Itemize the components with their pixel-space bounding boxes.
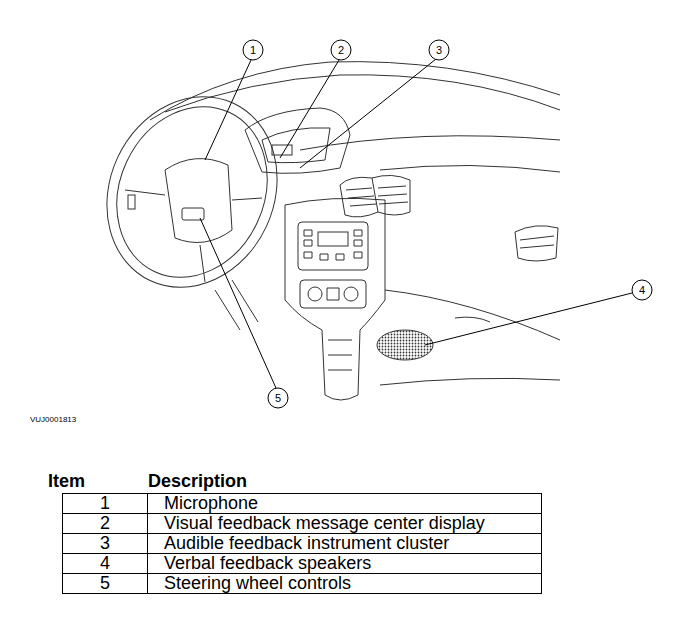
steering-hub xyxy=(165,159,232,243)
steering-wheel-rim xyxy=(90,82,295,302)
dash-edge xyxy=(380,165,560,172)
callout-circle xyxy=(268,388,288,408)
table-cell: 4 xyxy=(63,554,147,573)
vent-louvres xyxy=(520,236,554,248)
radio-buttons xyxy=(304,230,362,260)
leader-line xyxy=(200,218,276,388)
callout-circle xyxy=(632,280,652,300)
console-detail xyxy=(328,340,352,370)
climate-button xyxy=(327,288,339,300)
callout-circle xyxy=(429,40,449,60)
wheel-controls xyxy=(182,208,204,220)
table-cell: 5 xyxy=(63,574,147,593)
climate-unit xyxy=(300,280,366,308)
table-rule xyxy=(62,493,63,594)
figure-code: VUJ0001813 xyxy=(30,412,76,428)
vent xyxy=(515,226,558,261)
dash-edge xyxy=(300,136,560,150)
message-display xyxy=(272,145,292,155)
vent-louvres xyxy=(346,186,408,206)
speaker-grille xyxy=(377,330,433,360)
callout-number: 5 xyxy=(268,390,288,406)
table-cell: 1 xyxy=(63,494,147,513)
leader-line xyxy=(300,59,436,168)
table-header: Item xyxy=(48,472,85,491)
table-rule xyxy=(62,593,542,594)
table-cell: Verbal feedback speakers xyxy=(164,554,371,573)
lower-dash xyxy=(380,378,560,385)
table-header: Description xyxy=(148,472,247,491)
steering-column xyxy=(215,280,258,330)
climate-knob xyxy=(308,287,322,301)
leader-lines xyxy=(200,59,632,388)
dashboard-drawing xyxy=(76,62,560,400)
table-cell: Microphone xyxy=(164,494,258,513)
table-cell: 2 xyxy=(63,514,147,533)
dash-top xyxy=(165,75,560,112)
steering-wheel-rim xyxy=(76,69,307,316)
callout-number: 4 xyxy=(632,282,652,298)
steering-spokes xyxy=(125,190,262,282)
table-cell: Audible feedback instrument cluster xyxy=(164,534,449,553)
table-rule xyxy=(541,493,542,594)
table-rule xyxy=(147,493,148,594)
callout-number: 3 xyxy=(429,42,449,58)
table-rule xyxy=(62,493,542,494)
radio-display xyxy=(318,232,348,246)
callout-circle xyxy=(331,40,351,60)
dash-top xyxy=(150,62,560,120)
table-cell: Steering wheel controls xyxy=(164,574,351,593)
callout-number: 1 xyxy=(243,42,263,58)
centre-console xyxy=(285,198,385,400)
leader-line xyxy=(205,60,251,160)
leader-line xyxy=(425,293,632,345)
callout-number: 2 xyxy=(331,42,351,58)
table-cell: 3 xyxy=(63,534,147,553)
wheel-button xyxy=(128,195,135,209)
callout-circle xyxy=(243,40,263,60)
table-grid xyxy=(62,493,542,594)
glovebox-detail xyxy=(455,317,490,322)
climate-knob xyxy=(344,287,358,301)
table-cell: Visual feedback message center display xyxy=(164,514,485,533)
callout-circles xyxy=(243,40,652,408)
radio-unit xyxy=(298,222,368,270)
cluster-face xyxy=(262,128,330,163)
